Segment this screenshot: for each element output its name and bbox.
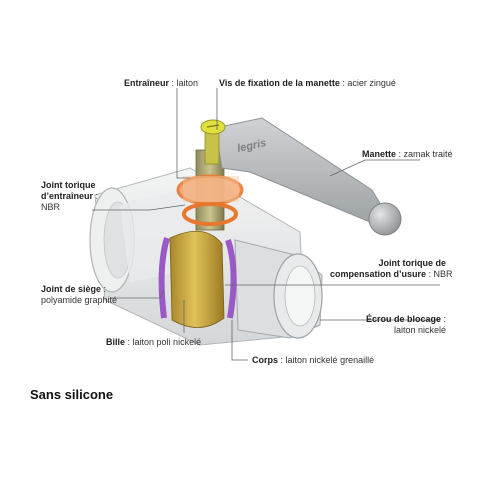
label-manette: Manette : zamak traité (362, 149, 453, 160)
label-joint-compensation-line1: Joint torique de (378, 258, 447, 268)
label-joint-entraineur-value: NBR (41, 202, 61, 212)
label-vis-name: Vis de fixation de la manette (219, 78, 340, 88)
label-joint-siege: Joint de siège : polyamide graphité (41, 284, 117, 306)
label-corps-sep: : (278, 355, 286, 365)
label-bille-value: laiton poli nickelé (132, 337, 202, 347)
label-joint-compensation: Joint torique de compensation d’usure : … (330, 258, 453, 280)
leader-lines (92, 88, 440, 361)
label-joint-siege-sep: : (101, 284, 107, 294)
label-joint-compensation-value: NBR (433, 269, 453, 279)
label-ecrou-name: Écrou de blocage (365, 314, 441, 324)
label-manette-value: zamak traité (403, 149, 453, 159)
handle-knob (368, 202, 402, 236)
label-ecrou: Écrou de blocage : laiton nickelé (350, 314, 446, 336)
brand-logo: legris (236, 137, 267, 155)
label-corps-name: Corps (252, 355, 279, 365)
label-vis: Vis de fixation de la manette : acier zi… (219, 78, 396, 89)
label-ecrou-value: laiton nickelé (393, 325, 446, 335)
label-corps-value: laiton nickelé grenaillé (285, 355, 375, 365)
label-joint-entraineur-line2: d’entraîneur (41, 191, 94, 201)
label-ecrou-sep: : (440, 314, 446, 324)
caption-sans-silicone: Sans silicone (30, 387, 114, 402)
label-joint-entraineur: Joint torique d’entraîneur : NBR (41, 180, 98, 213)
label-entraineur-sep: : (169, 78, 177, 88)
label-manette-sep: : (396, 149, 404, 159)
label-corps: Corps : laiton nickelé grenaillé (252, 355, 374, 366)
label-manette-name: Manette (362, 149, 397, 159)
label-entraineur: Entraîneur : laiton (124, 78, 198, 89)
label-vis-sep: : (339, 78, 348, 88)
blocking-nut (234, 239, 323, 339)
label-joint-siege-value: polyamide graphité (41, 295, 118, 305)
seat-seals (158, 237, 237, 319)
brass-ball (169, 230, 225, 328)
label-bille-name: Bille (106, 337, 126, 347)
label-joint-entraineur-sep: : (93, 191, 99, 201)
label-joint-entraineur-line1: Joint torique (41, 180, 96, 190)
label-vis-value: acier zingué (347, 78, 396, 88)
label-entraineur-name: Entraîneur (124, 78, 170, 88)
label-entraineur-value: laiton (176, 78, 199, 88)
fixing-screw (200, 119, 226, 165)
label-joint-compensation-sep: : (426, 269, 434, 279)
label-joint-siege-name: Joint de siège (41, 284, 102, 294)
label-bille: Bille : laiton poli nickelé (106, 337, 201, 348)
label-bille-sep: : (125, 337, 133, 347)
label-joint-compensation-line2: compensation d’usure (330, 269, 427, 279)
